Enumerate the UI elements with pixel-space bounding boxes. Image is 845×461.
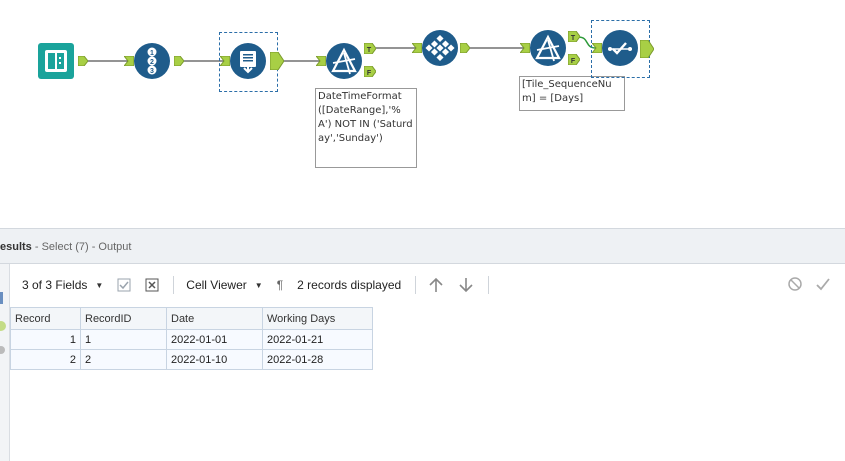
- results-grid[interactable]: Record RecordID Date Working Days 1 1 20…: [10, 307, 373, 370]
- generate-rows-tool[interactable]: [422, 30, 458, 66]
- pilcrow-button[interactable]: ¶: [277, 278, 283, 292]
- side-icons: [0, 292, 6, 354]
- output-anchor[interactable]: [640, 40, 654, 58]
- svg-text:F: F: [367, 70, 372, 77]
- svg-text:3: 3: [150, 68, 154, 75]
- date-cell[interactable]: 2022-01-01: [166, 329, 263, 350]
- results-title: esults: [0, 241, 32, 253]
- svg-text:T: T: [571, 35, 576, 42]
- checkbox-checked-icon: [117, 278, 131, 292]
- svg-text:T: T: [367, 47, 372, 54]
- fields-dropdown[interactable]: 3 of 3 Fields ▼: [22, 278, 103, 292]
- input-anchor[interactable]: [124, 56, 134, 66]
- record-id-cell[interactable]: 1: [80, 329, 167, 350]
- table-row[interactable]: 2 2 2022-01-10 2022-01-28: [10, 349, 373, 370]
- cell-viewer-label: Cell Viewer: [186, 278, 247, 292]
- working-days-cell[interactable]: 2022-01-28: [262, 349, 373, 370]
- apply-check-icon[interactable]: [815, 276, 831, 292]
- column-header[interactable]: Date: [166, 307, 263, 330]
- record-cell[interactable]: 2: [10, 349, 81, 370]
- annotation-filter-sequence: [Tile_SequenceNum] = [Days]: [519, 76, 625, 111]
- select-tool[interactable]: [602, 30, 638, 66]
- cell-viewer-dropdown[interactable]: Cell Viewer ▼: [186, 278, 262, 292]
- records-label: 2 records displayed: [297, 278, 402, 292]
- header-row: Record RecordID Date Working Days: [10, 307, 373, 330]
- toolbar-divider: [173, 276, 175, 294]
- scroll-up-button[interactable]: [428, 277, 444, 293]
- svg-text:1: 1: [150, 50, 154, 57]
- output-anchor[interactable]: [270, 52, 284, 70]
- working-days-cell[interactable]: 2022-01-21: [262, 329, 373, 350]
- results-subtitle: - Select (7) - Output: [31, 241, 132, 253]
- input-anchor[interactable]: [412, 43, 422, 53]
- arrow-down-icon: [459, 278, 473, 293]
- results-side-strip: [0, 264, 10, 461]
- checkbox-x-icon: [145, 278, 159, 292]
- column-header[interactable]: Working Days: [262, 307, 373, 330]
- results-toolbar: 3 of 3 Fields ▼ Cell Viewer ▼ ¶ 2 record…: [10, 264, 845, 306]
- record-id-cell[interactable]: 2: [80, 349, 167, 370]
- input-anchor[interactable]: [316, 56, 326, 66]
- diamond-grid-icon: [425, 34, 455, 62]
- output-anchor[interactable]: [460, 43, 470, 53]
- filter-tool-sequence[interactable]: [530, 30, 566, 66]
- chevron-down-icon: ▼: [95, 280, 104, 290]
- svg-text:F: F: [571, 58, 576, 65]
- select-all-fields-button[interactable]: [117, 278, 131, 292]
- checkmark-line-icon: [608, 42, 632, 55]
- table-row[interactable]: 1 1 2022-01-01 2022-01-21: [10, 329, 373, 350]
- svg-text:2: 2: [150, 59, 154, 66]
- date-cell[interactable]: 2022-01-10: [166, 349, 263, 370]
- output-anchor[interactable]: [174, 56, 184, 66]
- deselect-fields-button[interactable]: [145, 278, 159, 292]
- arrow-up-icon: [429, 277, 443, 292]
- input-data-tool[interactable]: [38, 43, 74, 79]
- filter-tool-weekday[interactable]: [326, 43, 362, 79]
- filter-icon: [331, 47, 357, 75]
- record-cell[interactable]: 1: [10, 329, 81, 350]
- append-fields-tool[interactable]: [230, 43, 266, 79]
- pilcrow-icon: ¶: [276, 278, 284, 292]
- column-header[interactable]: Record: [10, 307, 81, 330]
- input-anchor[interactable]: [520, 43, 530, 53]
- record-id-tool[interactable]: 1 2 3: [134, 43, 170, 79]
- output-anchor[interactable]: [78, 56, 88, 66]
- append-icon: [240, 51, 256, 74]
- input-anchor[interactable]: [220, 56, 230, 66]
- chevron-down-icon: ▼: [254, 280, 263, 290]
- annotation-filter-weekday: DateTimeFormat([DateRange],'%A') NOT IN …: [315, 88, 417, 168]
- cancel-circle-icon[interactable]: [787, 276, 803, 292]
- numbered-list-icon: 1 2 3: [147, 47, 157, 75]
- fields-label: 3 of 3 Fields: [22, 278, 88, 292]
- records-displayed: 2 records displayed: [297, 278, 401, 292]
- book-icon: [45, 50, 67, 72]
- workflow-canvas[interactable]: 1 2 3 T F DateTimeFormat([DateRange],'%A…: [0, 0, 845, 228]
- connection-filter2-select: [577, 36, 597, 49]
- true-anchor[interactable]: T: [364, 43, 376, 54]
- false-anchor[interactable]: F: [364, 66, 376, 77]
- connections-layer: [86, 36, 597, 62]
- false-anchor[interactable]: F: [568, 54, 580, 65]
- filter-icon: [535, 34, 561, 62]
- toolbar-divider: [415, 276, 417, 294]
- scroll-down-button[interactable]: [458, 277, 474, 293]
- results-header: esults - Select (7) - Output: [0, 228, 845, 264]
- true-anchor[interactable]: T: [568, 31, 580, 42]
- input-anchor[interactable]: [592, 43, 602, 53]
- toolbar-divider: [488, 276, 490, 294]
- column-header[interactable]: RecordID: [80, 307, 167, 330]
